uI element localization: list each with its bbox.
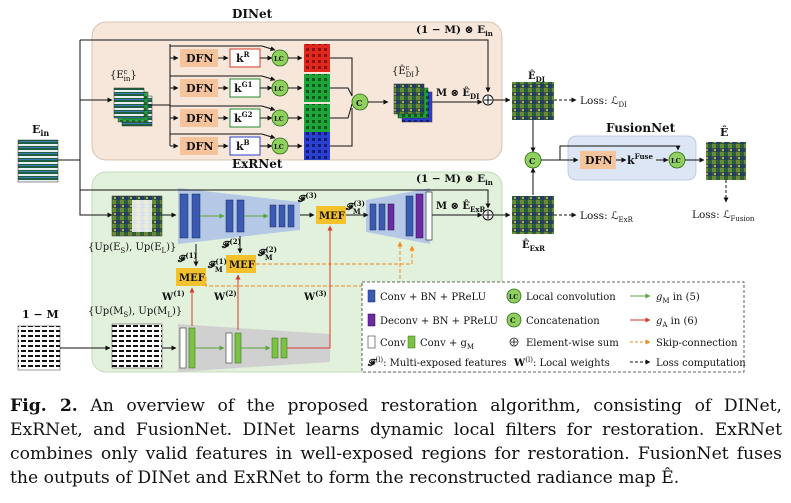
svg-text:Skip-connection: Skip-connection bbox=[656, 338, 738, 349]
svg-text:Conv + gM: Conv + gM bbox=[420, 338, 474, 351]
dfn-box-b bbox=[180, 137, 218, 155]
one-minus-m-top: (1 − M) ⊗ Ein bbox=[416, 24, 493, 38]
e-di-output-image bbox=[512, 82, 554, 120]
svg-text:Local convolution: Local convolution bbox=[526, 292, 616, 303]
e-di-c-stack bbox=[393, 83, 425, 115]
svg-text:W(l): Local weights: W(l): Local weights bbox=[513, 356, 610, 369]
output-r bbox=[304, 44, 330, 72]
e-hat-label: Ê bbox=[720, 125, 728, 139]
branch-g2: DFN kG2 LC bbox=[170, 103, 353, 132]
e-exr-out-label: ÊExR bbox=[522, 239, 545, 253]
fm-label-3: 𝓕(3)M bbox=[345, 199, 365, 216]
e-in-label: Ein bbox=[32, 123, 49, 138]
svg-text:Concatenation: Concatenation bbox=[526, 316, 600, 327]
f-label-3: 𝓕(3) bbox=[297, 191, 317, 205]
e-in-image bbox=[17, 139, 59, 183]
one-minus-m-bot: (1 − M) ⊗ Ein bbox=[416, 173, 493, 187]
f-label-2: 𝓕(2) bbox=[221, 237, 241, 251]
svg-text:DFN: DFN bbox=[186, 112, 213, 125]
svg-text:DFN: DFN bbox=[585, 154, 612, 167]
svg-text:LC: LC bbox=[274, 55, 284, 63]
dfn-box-r bbox=[180, 49, 218, 67]
m-e-exr: M ⊗ ÊExR bbox=[436, 200, 486, 214]
up-e-label: {Up(ES), Up(EL)} bbox=[88, 242, 176, 255]
mef-2 bbox=[226, 255, 256, 273]
svg-text:MEF: MEF bbox=[179, 273, 205, 284]
output-g2 bbox=[304, 104, 330, 132]
loss-di: Loss: ℒDI bbox=[580, 95, 627, 109]
svg-text:Conv + BN + PReLU: Conv + BN + PReLU bbox=[380, 292, 486, 303]
up-m-label: {Up(MS), Up(ML)} bbox=[88, 306, 182, 319]
branch-g1: DFN kG1 LC bbox=[170, 74, 353, 102]
mef-1 bbox=[176, 268, 206, 286]
svg-text:kR: kR bbox=[236, 50, 250, 65]
w-label-3: W(3) bbox=[303, 289, 327, 303]
svg-text:Element-wise sum: Element-wise sum bbox=[526, 338, 619, 349]
svg-text:DFN: DFN bbox=[186, 140, 213, 153]
mef-3 bbox=[316, 206, 346, 224]
svg-text:LC: LC bbox=[274, 115, 284, 123]
svg-text:LC: LC bbox=[671, 157, 681, 165]
up-m-image bbox=[111, 323, 163, 369]
output-b bbox=[304, 132, 330, 160]
dfn-box-fusion bbox=[580, 151, 616, 169]
svg-text:Deconv + BN + PReLU: Deconv + BN + PReLU bbox=[380, 316, 498, 327]
one-minus-m-label: 1 − M bbox=[22, 308, 59, 321]
svg-text:LC: LC bbox=[509, 294, 518, 301]
svg-text:𝓕(l): Multi-exposed features: 𝓕(l): Multi-exposed features bbox=[367, 356, 507, 369]
output-g1 bbox=[304, 74, 330, 102]
f-label-1: 𝓕(1) bbox=[177, 251, 197, 265]
mask-image bbox=[17, 325, 61, 371]
svg-text:gA in (6): gA in (6) bbox=[656, 316, 698, 329]
figure-caption: Fig. 2. An overview of the proposed rest… bbox=[10, 394, 782, 490]
svg-text:LC: LC bbox=[274, 85, 284, 93]
loss-fusion: Loss: ℒFusion bbox=[692, 209, 755, 223]
kfuse-label: kFuse bbox=[627, 152, 654, 167]
exrnet-title: ExRNet bbox=[232, 157, 283, 171]
dfn-box-g1 bbox=[180, 79, 218, 97]
w-label-2: W(2) bbox=[213, 289, 237, 303]
svg-text:DFN: DFN bbox=[186, 52, 213, 65]
dinet-branches: DFN kR LC DFN kG1 LC bbox=[170, 44, 353, 160]
e-hat-output-image bbox=[706, 142, 746, 180]
svg-text:kG2: kG2 bbox=[234, 110, 253, 125]
dfn-box-g2 bbox=[180, 109, 218, 127]
svg-text:MEF: MEF bbox=[229, 260, 255, 271]
svg-text:kB: kB bbox=[236, 138, 250, 153]
branch-b: DFN kB LC bbox=[170, 108, 353, 160]
fm-label-2: 𝓕(2)M bbox=[257, 245, 277, 262]
svg-text:Conv: Conv bbox=[380, 338, 406, 349]
dinet-title: DINet bbox=[232, 7, 273, 21]
e-di-out-label: ÊDI bbox=[528, 70, 545, 84]
caption-text: An overview of the proposed restoration … bbox=[10, 396, 782, 488]
caption-label: Fig. 2. bbox=[10, 396, 78, 416]
svg-text:Loss computation: Loss computation bbox=[656, 358, 746, 369]
fusionnet-title: FusionNet bbox=[606, 121, 676, 135]
svg-text:MEF: MEF bbox=[319, 211, 345, 222]
svg-text:kG1: kG1 bbox=[234, 80, 253, 95]
branch-r: DFN kR LC bbox=[170, 44, 353, 96]
e-exr-output-image bbox=[512, 196, 554, 234]
svg-text:LC: LC bbox=[274, 143, 284, 151]
svg-text:C: C bbox=[356, 98, 362, 108]
svg-text:C: C bbox=[529, 156, 535, 166]
fm-label-1: 𝓕(1)M bbox=[207, 257, 227, 274]
loss-exr: Loss: ℒExR bbox=[580, 210, 634, 224]
svg-text:gM in (5): gM in (5) bbox=[656, 292, 700, 305]
svg-text:DFN: DFN bbox=[186, 82, 213, 95]
legend: Conv + BN + PReLU Deconv + BN + PReLU Co… bbox=[361, 281, 746, 373]
w-label-1: W(1) bbox=[161, 289, 185, 303]
svg-text:C: C bbox=[510, 316, 516, 325]
m-e-di: M ⊗ ÊDI bbox=[436, 87, 479, 101]
